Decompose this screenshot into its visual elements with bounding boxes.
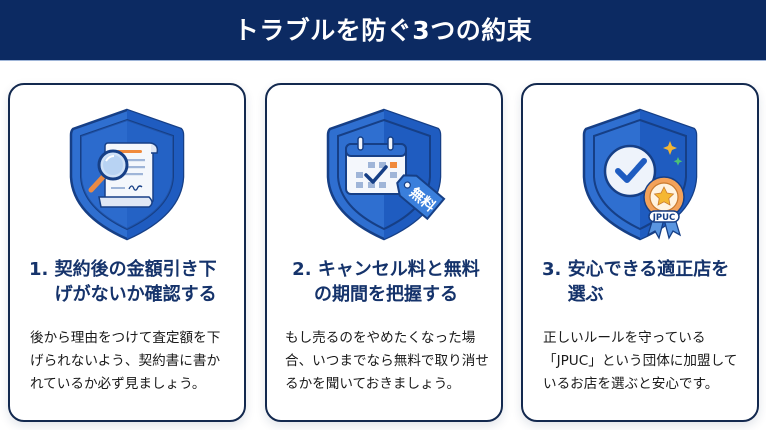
shield-document-magnifier-icon [10,107,244,242]
shield-check-badge-icon: JPUC [523,107,757,242]
card-title: 1. 契約後の金額引き下げがないか確認する [29,259,217,305]
header-banner: トラブルを防ぐ3つの約束 [0,0,766,61]
card-description: 正しいルールを守っている「JPUC」という団体に加盟しているお店を選ぶと安心です… [543,330,738,392]
card-title: 3. 安心できる適正店を選ぶ [542,259,730,305]
card-number: 3. [542,259,568,280]
card-number: 1. [29,259,55,280]
badge-label: JPUC [652,213,676,223]
card-description: もし売るのをやめたくなった場合、いつまでなら無料で取り消せるかを聞いておきましょ… [285,330,489,392]
page-title: トラブルを防ぐ3つの約束 [233,16,533,45]
shield-calendar-free-tag-icon: 無料 [267,107,501,242]
promise-card-1: 1. 契約後の金額引き下げがないか確認する 後から理由をつけて査定額を下げられな… [8,83,246,422]
card-number: 2. [292,259,318,280]
card-title: 2. キャンセル料と無料の期間を把握する [292,259,480,305]
promise-card-2: 無料 2. キャンセル料と無料の期間を把握する もし売るのをやめたくなった場合、… [265,83,503,422]
promise-card-3: JPUC 3. 安心できる適正店を選ぶ 正しいルールを守っている「JPUC」とい… [521,83,759,422]
card-description: 後から理由をつけて査定額を下げられないよう、契約書に書かれているか必ず見ましょう… [30,330,221,392]
